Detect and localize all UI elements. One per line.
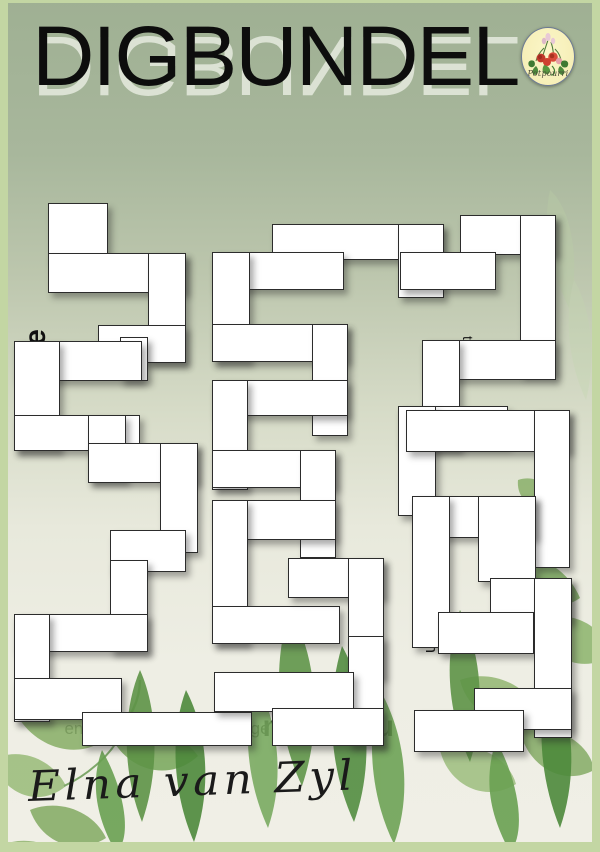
page-title: DIGBUNDEL [32, 9, 520, 103]
poem-block-1-part-a [48, 203, 108, 261]
poem-block-6-part-b [400, 252, 496, 290]
poem-block-3-part-f [82, 712, 252, 746]
poem-block-5-part-e [272, 708, 384, 746]
potpourri-logo: Potpourri [521, 27, 575, 86]
poem-block-5-part-d [214, 672, 354, 712]
logo-script-text: Potpourri [527, 69, 569, 78]
poster-header: DIGBUNDEL DIGBUNDEL [0, 0, 600, 185]
poem-block-7-part-d [478, 496, 536, 582]
poem-block-4-part-l [212, 606, 340, 644]
flower-bouquet-icon [528, 33, 569, 76]
author-signature: Elna van Zyl [27, 750, 358, 811]
poem-block-8-part-e [414, 710, 524, 752]
poem-block-7-part-b [534, 410, 570, 568]
poem-block-8-part-b [438, 612, 534, 654]
